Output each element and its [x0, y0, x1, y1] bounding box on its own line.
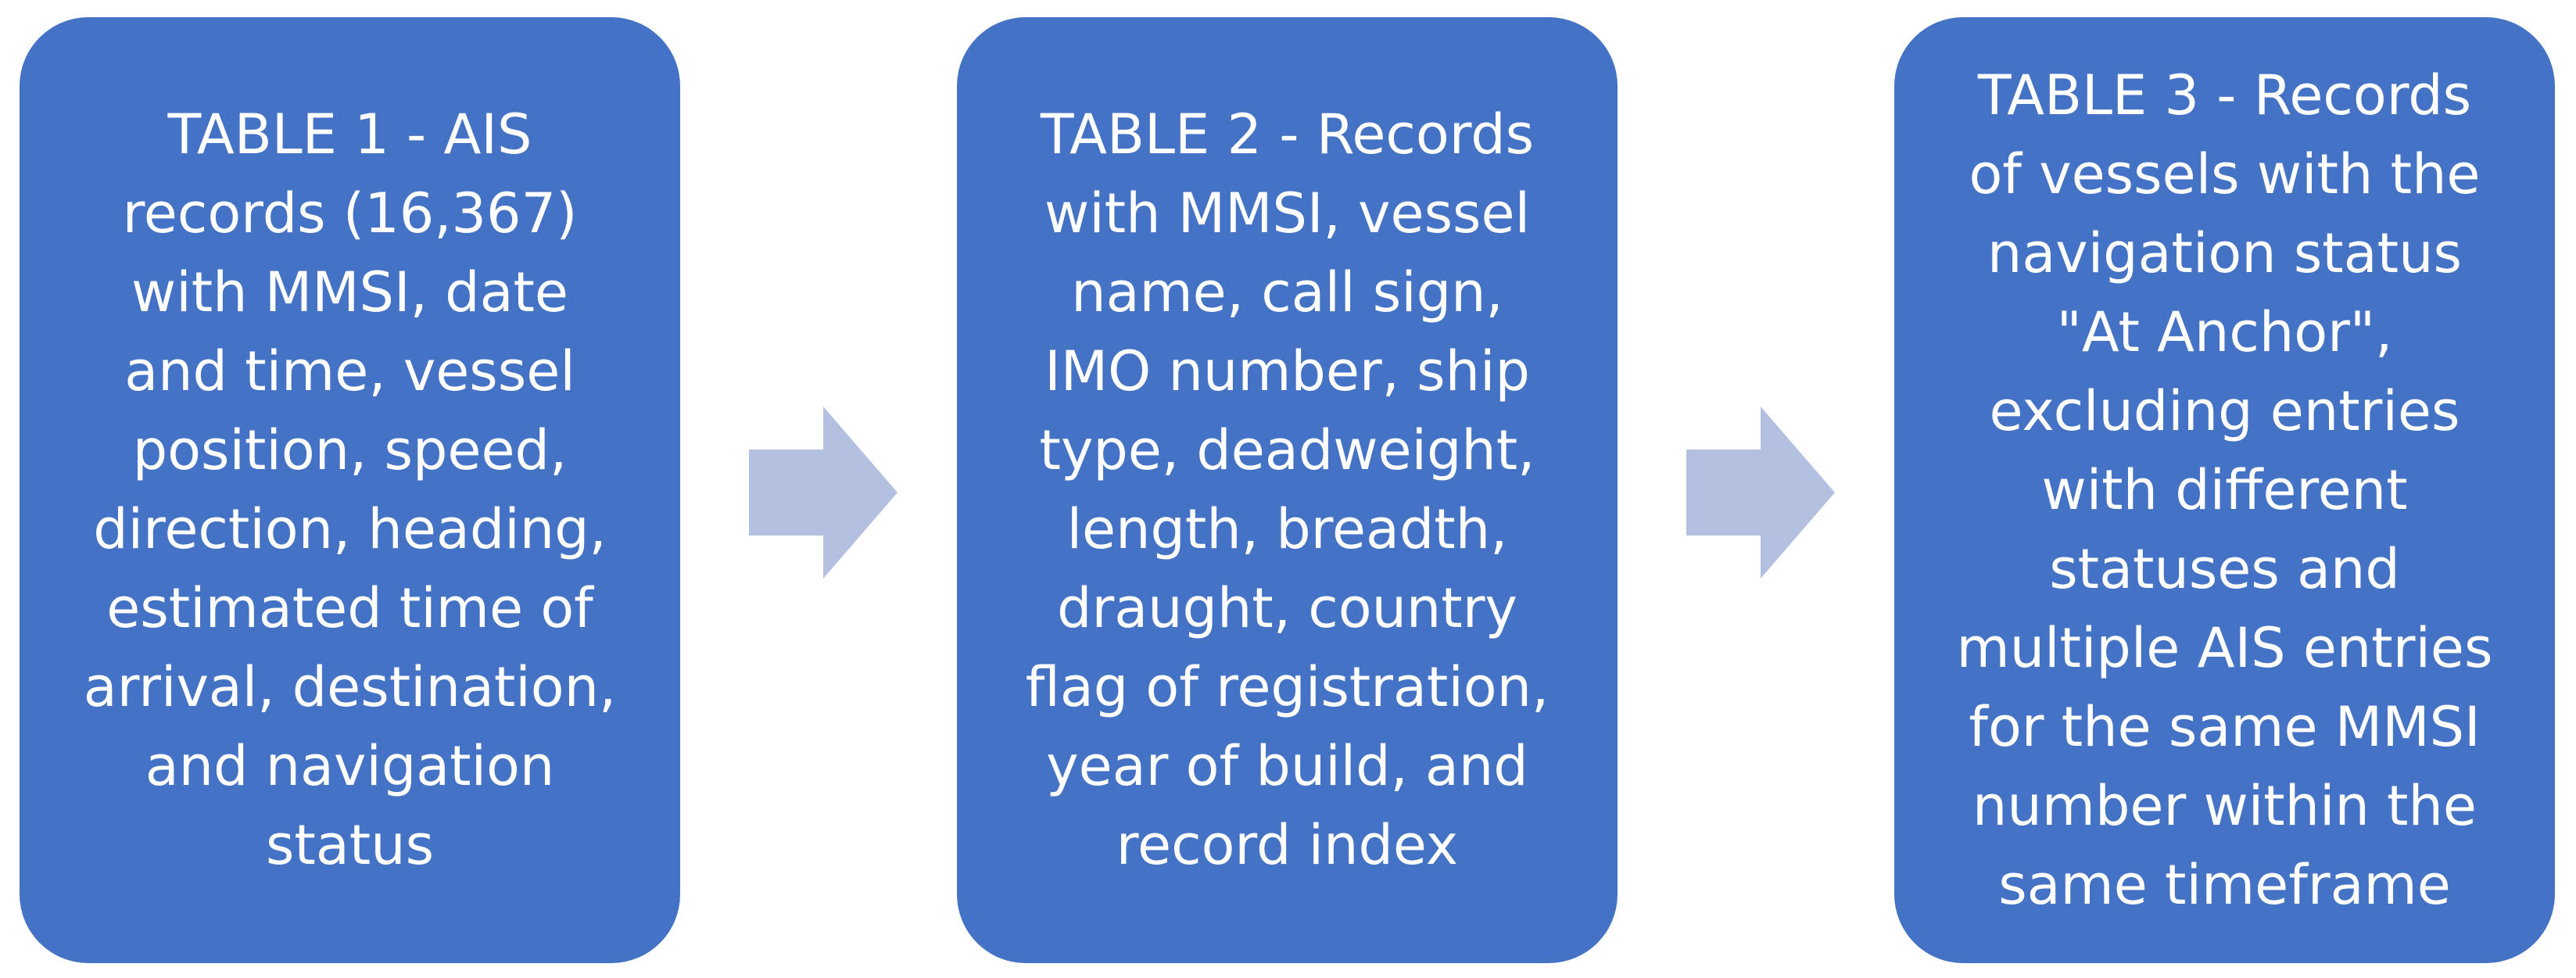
right-arrow-icon [749, 407, 897, 579]
table-2-description: TABLE 2 - Records with MMSI, vessel name… [1025, 102, 1550, 877]
table-2-box: TABLE 2 - Records with MMSI, vessel name… [957, 17, 1618, 963]
table-3-description: TABLE 3 - Records of vessels with the na… [1956, 63, 2493, 917]
table-1-box: TABLE 1 - AIS records (16,367) with MMSI… [20, 17, 680, 963]
right-arrow-icon [1686, 407, 1835, 579]
table-3-box: TABLE 3 - Records of vessels with the na… [1894, 17, 2555, 963]
table-1-description: TABLE 1 - AIS records (16,367) with MMSI… [83, 102, 617, 877]
